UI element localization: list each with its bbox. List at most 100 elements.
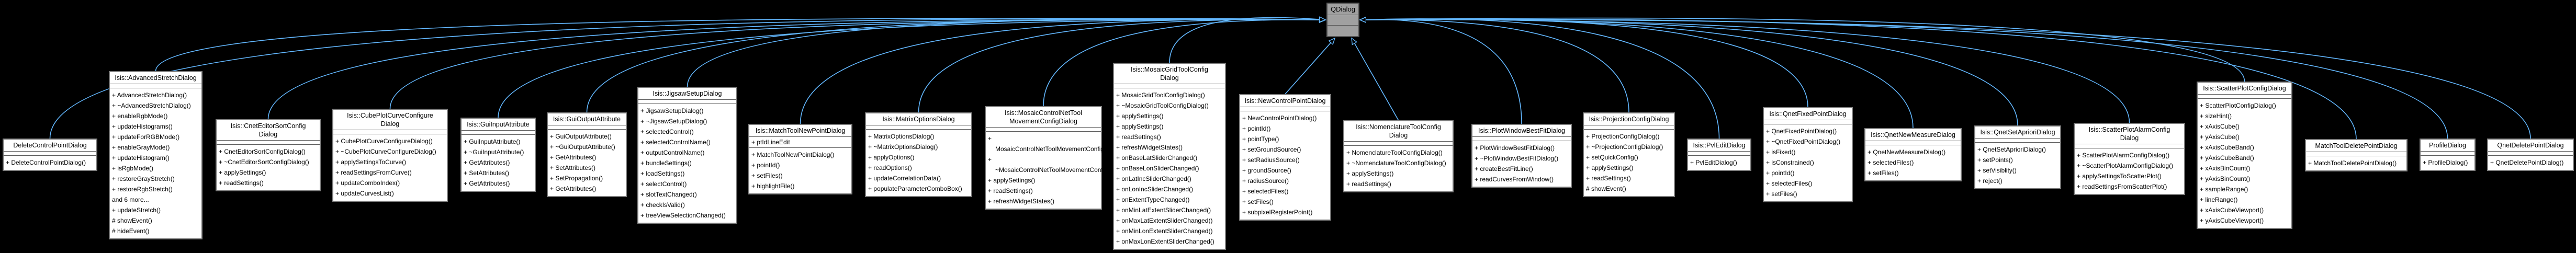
class-node-delete-control-point-dialog[interactable]: DeleteControlPointDialog + DeleteControl… <box>3 139 97 171</box>
class-node-match-tool-new-point-dialog[interactable]: Isis::MatchToolNewPointDialog + ptIdLine… <box>748 124 852 194</box>
class-method: + checkIsValid() <box>640 201 685 209</box>
class-title: Isis::ScatterPlotConfigDialog <box>2198 83 2291 95</box>
class-title: Isis::JigsawSetupDialog <box>638 88 736 100</box>
class-title: Isis::PlotWindowBestFitDialog <box>1472 125 1571 137</box>
class-node-matrix-options-dialog[interactable]: Isis::MatrixOptionsDialog + MatrixOption… <box>865 112 972 197</box>
class-method: + readSettingsFromCurve() <box>335 169 412 176</box>
class-methods-compartment: + MatrixOptionsDialog()+ ~MatrixOptionsD… <box>866 130 971 196</box>
class-method: + isConstrained() <box>1766 159 1814 166</box>
class-method: + ~MosaicGridToolConfigDialog() <box>1116 102 1209 109</box>
class-title: Isis::ProjectionConfigDialog <box>1584 113 1674 125</box>
class-node-mosaic-grid-tool-config-dialog[interactable]: Isis::MosaicGridToolConfig Dialog + Mosa… <box>1113 63 1226 250</box>
class-method: + updateComboIndex() <box>335 179 400 187</box>
class-attributes-compartment <box>2488 152 2573 156</box>
inheritance-edge-qnet-fixed-point-dialog <box>1360 19 1808 108</box>
class-method: + NomenclatureToolConfigDialog() <box>1346 149 1443 156</box>
class-methods-compartment: + CnetEditorSortConfigDialog()+ ~CnetEdi… <box>217 145 320 190</box>
class-method: + ~ProjectionConfigDialog() <box>1586 143 1663 151</box>
class-method: + lineRange() <box>2200 196 2238 203</box>
class-method: + PvlEditDialog() <box>1690 159 1737 166</box>
class-method: + AdvancedStretchDialog() <box>112 91 187 99</box>
class-method: + ~NomenclatureToolConfigDialog() <box>1346 159 1446 167</box>
class-methods-compartment: + ProfileDialog() <box>2421 156 2474 170</box>
inheritance-edge-plot-window-best-fit-dialog <box>1360 19 1522 124</box>
class-methods-compartment: + DeleteControlPointDialog() <box>4 156 96 170</box>
class-methods-compartment: + NewControlPointDialog()+ pointId()+ po… <box>1240 111 1330 220</box>
class-node-scatter-plot-config-dialog[interactable]: Isis::ScatterPlotConfigDialog + ScatterP… <box>2197 82 2292 229</box>
class-title: DeleteControlPointDialog <box>4 140 96 152</box>
class-method: + slotTextChanged() <box>640 191 697 198</box>
class-node-scatter-plot-alarm-config-dialog[interactable]: Isis::ScatterPlotAlarmConfig Dialog + Sc… <box>2074 123 2185 195</box>
class-method: + ~PlotWindowBestFitDialog() <box>1475 155 1559 162</box>
class-attributes-compartment <box>1764 120 1852 124</box>
class-method: + GetAttributes() <box>550 154 597 161</box>
inheritance-edge-delete-control-point-dialog <box>49 19 1326 139</box>
class-method: + updateHistogram() <box>112 154 170 162</box>
class-method: + xAxisCubeViewport() <box>2200 206 2264 214</box>
class-node-projection-config-dialog[interactable]: Isis::ProjectionConfigDialog + Projectio… <box>1583 112 1675 197</box>
class-node-plot-window-best-fit-dialog[interactable]: Isis::PlotWindowBestFitDialog + PlotWind… <box>1471 124 1572 188</box>
class-node-advanced-stretch-dialog[interactable]: Isis::AdvancedStretchDialog + AdvancedSt… <box>109 71 203 239</box>
class-node-match-tool-delete-point-dialog[interactable]: MatchToolDeletePointDialog + MatchToolDe… <box>2305 139 2408 171</box>
class-method: + JigsawSetupDialog() <box>640 107 704 114</box>
class-method: + radiusSource() <box>1242 177 1289 185</box>
class-method: + ~CnetEditorSortConfigDialog() <box>219 158 309 166</box>
class-title: Isis::GuiOutputAttribute <box>548 113 626 125</box>
class-method: + SetAttributes() <box>550 164 596 171</box>
class-method: + DeleteControlPointDialog() <box>6 159 86 166</box>
class-method: + pointId() <box>751 162 780 169</box>
class-node-qnet-fixed-point-dialog[interactable]: Isis::QnetFixedPointDialog + QnetFixedPo… <box>1763 107 1853 202</box>
class-title: Isis::MosaicGridToolConfig Dialog <box>1114 64 1225 84</box>
class-node-gui-input-attribute[interactable]: Isis::GuiInputAttribute + GuiInputAttrib… <box>460 118 536 192</box>
inheritance-edge-nomenclature-tool-config-dialog <box>1352 38 1399 121</box>
class-method: + selectedControl() <box>640 128 694 135</box>
class-node-gui-output-attribute[interactable]: Isis::GuiOutputAttribute + GuiOutputAttr… <box>547 112 627 197</box>
class-methods-compartment: + NomenclatureToolConfigDialog() + ~Nomen… <box>1344 146 1453 191</box>
class-method: + applySettings() <box>219 169 266 176</box>
class-method: + readSettings() <box>988 187 1033 194</box>
class-method: + MatchToolDeletePointDialog() <box>2308 159 2397 167</box>
class-node-mosaic-control-net-tool-movement-config-dialog[interactable]: Isis::MosaicControlNetTool MovementConfi… <box>985 106 1130 210</box>
class-node-cnet-editor-sort-config-dialog[interactable]: Isis::CnetEditorSortConfig Dialog + Cnet… <box>216 119 321 191</box>
class-method: + refreshWidgetStates() <box>988 198 1055 205</box>
class-method: + xAxisBinCount() <box>2200 165 2251 172</box>
class-method: + isFixed() <box>1766 148 1796 156</box>
inheritance-edge-scatter-plot-alarm-config-dialog <box>1360 20 2130 123</box>
inheritance-edge-mosaic-control-net-tool-movement-config-dialog <box>1043 20 1325 107</box>
class-node-new-control-point-dialog[interactable]: Isis::NewControlPointDialog + NewControl… <box>1239 94 1331 221</box>
inheritance-edge-cube-plot-curve-configure-dialog <box>389 19 1326 109</box>
class-method: + subpixelRegisterPoint() <box>1242 209 1313 216</box>
class-title: Isis::MatrixOptionsDialog <box>866 113 971 125</box>
class-node-cube-plot-curve-configure-dialog[interactable]: Isis::CubePlotCurveConfigure Dialog + Cu… <box>332 109 448 202</box>
class-node-qnet-new-measure-dialog[interactable]: Isis::QnetNewMeasureDialog + QnetNewMeas… <box>1864 128 1962 181</box>
class-attributes-compartment <box>1472 137 1571 141</box>
class-node-profile-dialog[interactable]: ProfileDialog + ProfileDialog() <box>2420 139 2476 171</box>
class-attributes-compartment: + ptIdLineEdit <box>749 137 851 148</box>
class-attributes-compartment <box>2421 152 2474 156</box>
class-method: + readSettings() <box>1346 180 1391 188</box>
class-title: Isis::QnetFixedPointDialog <box>1764 108 1852 120</box>
class-node-qnet-delete-point-dialog[interactable]: QnetDeletePointDialog + QnetDeletePointD… <box>2487 139 2574 171</box>
class-method: # hideEvent() <box>112 227 150 235</box>
class-methods-compartment: + MosaicControlNetToolMovementConfigDial… <box>986 132 1130 209</box>
class-title: Isis::CubePlotCurveConfigure Dialog <box>333 110 447 130</box>
class-node-jigsaw-setup-dialog[interactable]: Isis::JigsawSetupDialog + JigsawSetupDia… <box>637 87 737 224</box>
class-method: + NewControlPointDialog() <box>1242 114 1317 122</box>
class-method: + readSettings() <box>219 179 264 187</box>
class-node-nomenclature-tool-config-dialog[interactable]: Isis::NomenclatureToolConfig Dialog + No… <box>1343 120 1454 192</box>
class-method: + enableGrayMode() <box>112 144 170 151</box>
class-method: + outputControlName() <box>640 149 705 156</box>
class-node-pvl-edit-dialog[interactable]: Isis::PvlEditDialog + PvlEditDialog() <box>1687 139 1751 171</box>
class-method: + applySettings() <box>988 177 1036 184</box>
class-method: + updateForRGBMode() <box>112 133 180 141</box>
class-title: Isis::NewControlPointDialog <box>1240 95 1330 107</box>
class-method: + setFiles() <box>751 172 783 179</box>
class-method: + setQuickConfig() <box>1586 154 1638 161</box>
class-attributes-compartment <box>1975 139 2060 143</box>
inheritance-edge-match-tool-new-point-dialog <box>800 19 1326 124</box>
class-method: + GuiInputAttribute() <box>464 138 521 145</box>
class-method: + updateCorrelationData() <box>868 175 941 182</box>
class-node-qnet-set-apriori-dialog[interactable]: Isis::QnetSetAprioriDialog + QnetSetApri… <box>1974 125 2061 189</box>
